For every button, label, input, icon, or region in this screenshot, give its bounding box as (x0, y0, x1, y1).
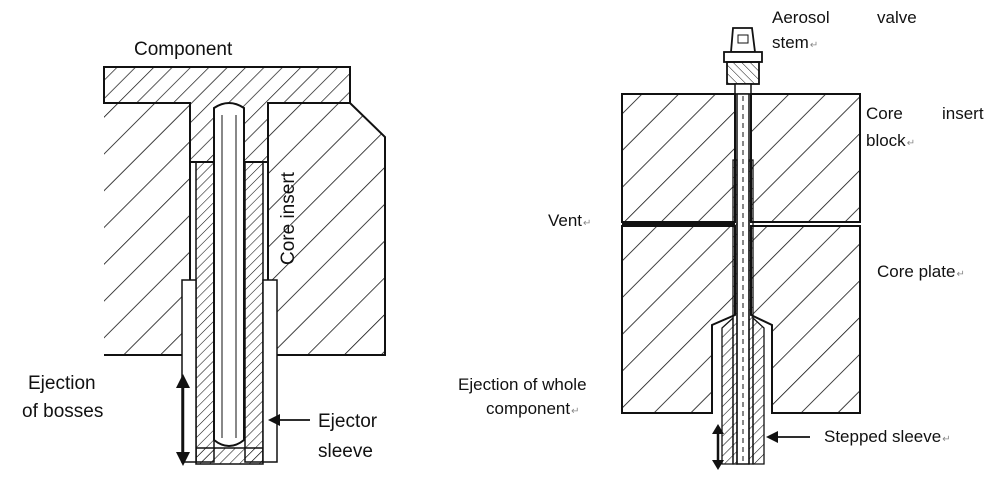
label-ejector-line1: Ejector (318, 411, 378, 432)
stepped-sleeve-leader (766, 431, 810, 443)
ejection-arrow-right (712, 424, 724, 470)
label-insert-word: insert (942, 104, 984, 123)
label-aerosol-word: Aerosol (772, 8, 830, 27)
label-core-insert: Core insert (278, 172, 299, 265)
core-plate (621, 225, 736, 414)
ejector-sleeve-left-wall (195, 161, 215, 463)
aerosol-valve-stem (723, 27, 763, 95)
left-diagram (103, 66, 386, 466)
label-stem: stem↵ (772, 33, 819, 52)
left-mould-block (104, 102, 191, 356)
ejection-arrow (176, 374, 190, 466)
label-core-word: Core (866, 104, 903, 123)
label-vent: Vent↵ (548, 211, 592, 230)
core-insert-pin (213, 102, 245, 447)
right-diagram (621, 27, 861, 470)
label-component: Component (134, 39, 233, 60)
label-core-plate: Core plate↵ (877, 262, 965, 281)
label-ejection-whole-line2: component↵ (486, 399, 580, 418)
label-ejection-line1: Ejection (28, 373, 96, 394)
label-stepped-sleeve: Stepped sleeve↵ (824, 427, 951, 446)
label-valve-word: valve (877, 8, 917, 27)
label-ejection-line2: of bosses (22, 401, 104, 422)
label-ejector-line2: sleeve (318, 441, 373, 462)
core-plate-right (750, 225, 861, 414)
ejector-sleeve-leader (268, 414, 310, 426)
label-block: block↵ (866, 131, 916, 150)
ejector-sleeve-right-wall (244, 161, 264, 463)
label-ejection-whole-line1: Ejection of whole (458, 375, 587, 394)
